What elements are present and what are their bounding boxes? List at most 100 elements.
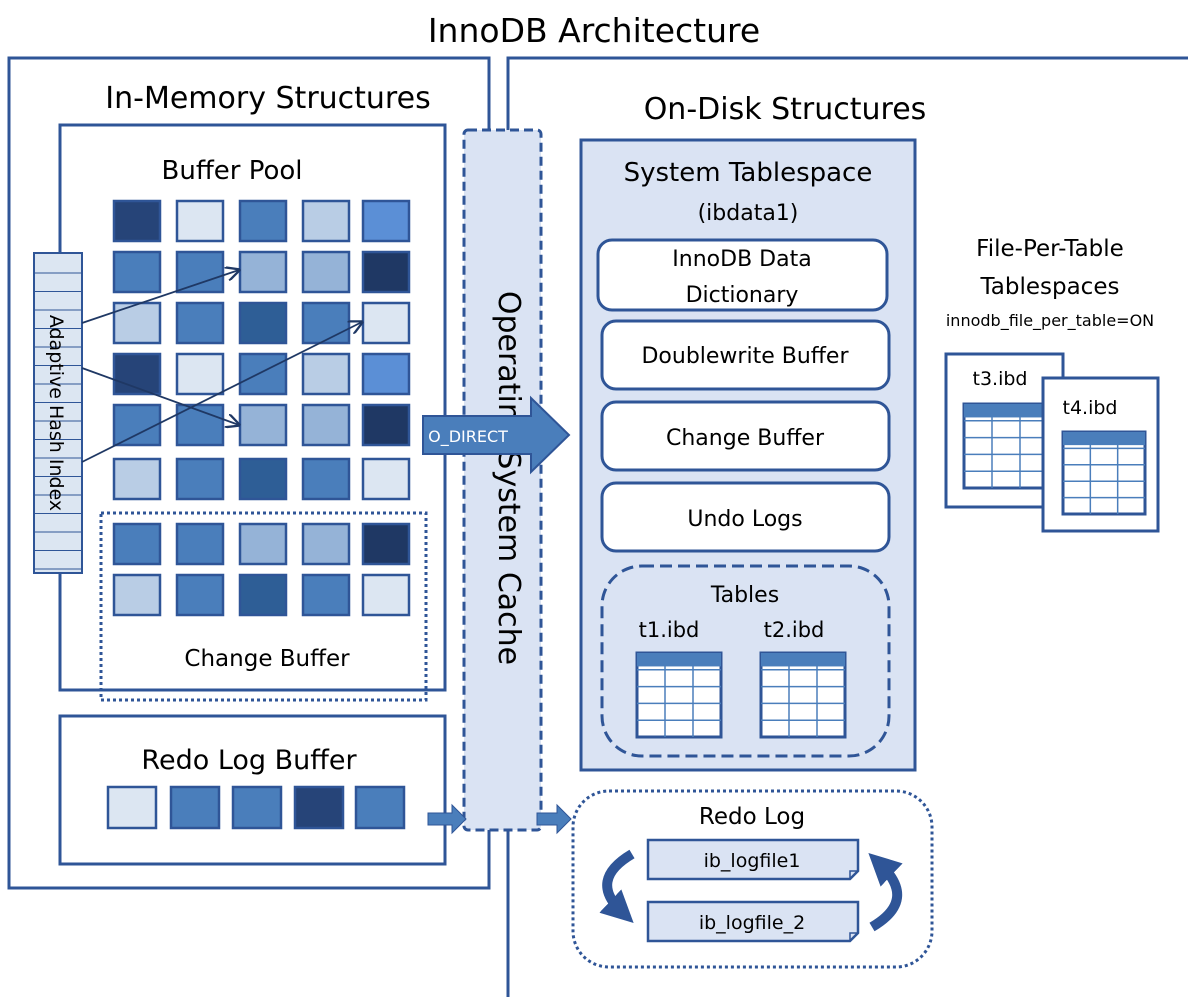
on-disk-structures: On-Disk Structures System Tablespace (ib… [506, 56, 1188, 997]
table-grid-header [637, 653, 721, 667]
buffer-pool-page [361, 573, 411, 617]
redo-log-buffer-page [293, 785, 345, 830]
buffer-pool-page [175, 522, 225, 566]
adaptive-hash-index: Adaptive Hash Index [33, 252, 83, 574]
buffer-pool-page [238, 457, 288, 501]
redo-log-buffer-pages [106, 785, 406, 830]
adaptive-hash-index-slots [34, 272, 82, 570]
buffer-pool-page [301, 301, 351, 345]
buffer-pool-page [301, 403, 351, 447]
system-tablespace-title: System Tablespace [624, 158, 873, 188]
hash-arrow-2 [81, 367, 239, 425]
tables-title: Tables [710, 583, 779, 608]
buffer-pool-page [301, 457, 351, 501]
undo-logs-box: Undo Logs [600, 481, 891, 553]
o-direct-arrow: O_DIRECT [422, 395, 571, 475]
data-dictionary-label-line2: Dictionary [686, 283, 799, 308]
buffer-pool-page [238, 573, 288, 617]
undo-logs-label: Undo Logs [687, 507, 802, 532]
os-cache-label: Operating System Cache [491, 291, 526, 665]
t4-table-icon [1061, 430, 1147, 516]
change-buffer-box: Change Buffer [600, 400, 891, 472]
buffer-pool-page [112, 250, 162, 294]
buffer-pool-page [238, 352, 288, 396]
buffer-pool-page [112, 403, 162, 447]
change-buffer-label: Change Buffer [184, 646, 350, 672]
system-tablespace-subtitle: (ibdata1) [698, 201, 799, 226]
diagram-title: InnoDB Architecture [428, 11, 760, 50]
file-per-table-title-line1: File-Per-Table [976, 236, 1124, 262]
buffer-pool-page [361, 352, 411, 396]
redo-log-buffer-page [354, 785, 406, 830]
t1-ibd-label: t1.ibd [639, 618, 700, 642]
operating-system-cache: Operating System Cache [462, 128, 543, 832]
redo-log-buffer-page [106, 785, 158, 830]
table-grid-outline [759, 651, 847, 739]
ib-logfile2: ib_logfile_2 [646, 900, 860, 943]
buffer-pool-page [112, 573, 162, 617]
buffer-pool-page [301, 250, 351, 294]
buffer-pool-page [175, 250, 225, 294]
log-rotate-arrow-left [599, 849, 635, 923]
file-per-table-setting: innodb_file_per_table=ON [946, 311, 1154, 331]
o-direct-label: O_DIRECT [428, 427, 508, 447]
buffer-pool-page [238, 301, 288, 345]
redo-log-title: Redo Log [699, 804, 805, 830]
t3-ibd-label: t3.ibd [973, 368, 1028, 390]
buffer-pool-page [238, 199, 288, 243]
buffer-pool-page [175, 352, 225, 396]
buffer-pool-page [361, 457, 411, 501]
in-memory-title: In-Memory Structures [105, 81, 430, 116]
buffer-pool-page [361, 199, 411, 243]
buffer-pool-page [112, 457, 162, 501]
ib-logfile1: ib_logfile1 [646, 838, 860, 881]
ib-logfile2-label: ib_logfile_2 [699, 912, 805, 934]
table-grid-outline [635, 651, 723, 739]
buffer-pool-page [238, 522, 288, 566]
tables-region [600, 564, 891, 758]
hash-arrow-1 [81, 270, 239, 324]
buffer-pool-page [301, 199, 351, 243]
buffer-pool-page [361, 522, 411, 566]
buffer-pool-page [361, 301, 411, 345]
log-rotate-arrow-right [868, 852, 903, 932]
ib-logfile1-label: ib_logfile1 [704, 850, 801, 872]
buffer-pool-page [361, 250, 411, 294]
redo-log-buffer-title: Redo Log Buffer [141, 745, 357, 776]
buffer-pool-page [112, 522, 162, 566]
table-grid-header [1063, 432, 1145, 446]
buffer-pool-page [361, 403, 411, 447]
table-grid-header [761, 653, 845, 667]
data-dictionary-label-line1: InnoDB Data [672, 247, 811, 272]
buffer-pool-page [238, 250, 288, 294]
buffer-pool-pages [112, 199, 411, 617]
table-grid-header [964, 404, 1048, 418]
redo-log-buffer-page [169, 785, 221, 830]
file-per-table-title-line2: Tablespaces [980, 274, 1120, 300]
buffer-pool-page [301, 573, 351, 617]
doublewrite-buffer-box: Doublewrite Buffer [600, 319, 891, 391]
data-dictionary-box: InnoDB Data Dictionary [596, 238, 889, 312]
change-buffer-region [99, 511, 428, 702]
cache-to-redo-log-arrow [536, 803, 572, 835]
on-disk-title: On-Disk Structures [644, 92, 927, 127]
buffer-pool-title: Buffer Pool [162, 156, 303, 186]
hash-pointer-arrows [81, 270, 362, 463]
t3-table-icon [962, 402, 1050, 490]
buffer-pool-page [301, 352, 351, 396]
buffer-pool-page [175, 457, 225, 501]
t2-table-icon [759, 651, 847, 739]
hash-arrow-3 [81, 322, 362, 463]
adaptive-hash-index-label: Adaptive Hash Index [45, 315, 67, 511]
buffer-pool-page [175, 199, 225, 243]
t4-ibd-label: t4.ibd [1063, 397, 1118, 419]
redo-log-buffer-page [231, 785, 283, 830]
os-cache-column [462, 128, 543, 832]
buffer-pool-page [301, 522, 351, 566]
t4-ibd-file: t4.ibd [1041, 376, 1160, 533]
buffer-pool-page [175, 301, 225, 345]
redo-buffer-to-cache-arrow [427, 803, 467, 835]
in-memory-structures: In-Memory Structures Buffer Pool Change … [7, 56, 491, 890]
t1-table-icon [635, 651, 723, 739]
